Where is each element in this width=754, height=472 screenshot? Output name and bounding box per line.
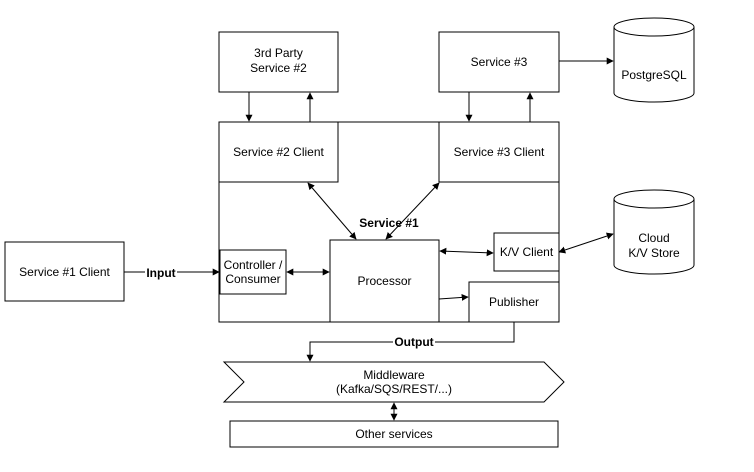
kv-client-node: K/V Client (493, 232, 560, 272)
controller-consumer-label-line-2: Consumer (225, 272, 280, 286)
third-party-service-2-node: 3rd Party Service #2 (218, 31, 339, 93)
processor-label: Processor (357, 274, 411, 288)
processor-node: Processor (329, 239, 440, 323)
postgresql-node: PostgreSQL (613, 17, 695, 103)
service-2-client-node: Service #2 Client (218, 121, 339, 183)
middleware-node: Middleware (Kafka/SQS/REST/...) (222, 361, 565, 403)
input-edge-label: Input (146, 266, 175, 280)
controller-consumer-node: Controller / Consumer (219, 249, 287, 295)
publisher-node: Publisher (468, 281, 560, 323)
edge-labels: Input Output (145, 265, 435, 349)
service-3-node: Service #3 (438, 31, 560, 93)
service-1-title: Service #1 (359, 216, 419, 230)
edge-kvclient-cloudstore (558, 232, 614, 254)
edge-processor-kvclient (439, 247, 494, 257)
cloud-kv-store-label-line-2: K/V Store (628, 246, 680, 260)
cloud-kv-store-node: Cloud K/V Store (613, 189, 695, 275)
service-1-client-label: Service #1 Client (19, 265, 110, 279)
edge-processor-publisher (438, 293, 469, 301)
third-party-service-2-label-line-2: Service #2 (250, 61, 307, 75)
service-3-label: Service #3 (471, 55, 528, 69)
service-3-client-node: Service #3 Client (438, 121, 560, 183)
other-services-label: Other services (355, 427, 432, 441)
output-edge-label: Output (394, 335, 433, 349)
middleware-label-line-1: Middleware (363, 368, 425, 382)
service-1-client-node: Service #1 Client (4, 241, 125, 302)
third-party-service-2-label-line-1: 3rd Party (254, 46, 303, 60)
postgresql-label: PostgreSQL (621, 68, 687, 82)
service-2-client-label: Service #2 Client (233, 145, 324, 159)
publisher-label: Publisher (489, 295, 539, 309)
edge-s2client-processor (307, 182, 357, 240)
edge-s3client-processor (385, 182, 440, 240)
controller-consumer-label-line-1: Controller / (224, 258, 283, 272)
kv-client-label: K/V Client (500, 245, 554, 259)
other-services-node: Other services (229, 420, 559, 448)
service-3-client-label: Service #3 Client (454, 145, 545, 159)
cloud-kv-store-label-line-1: Cloud (638, 231, 669, 245)
middleware-label-line-2: (Kafka/SQS/REST/...) (336, 382, 452, 396)
